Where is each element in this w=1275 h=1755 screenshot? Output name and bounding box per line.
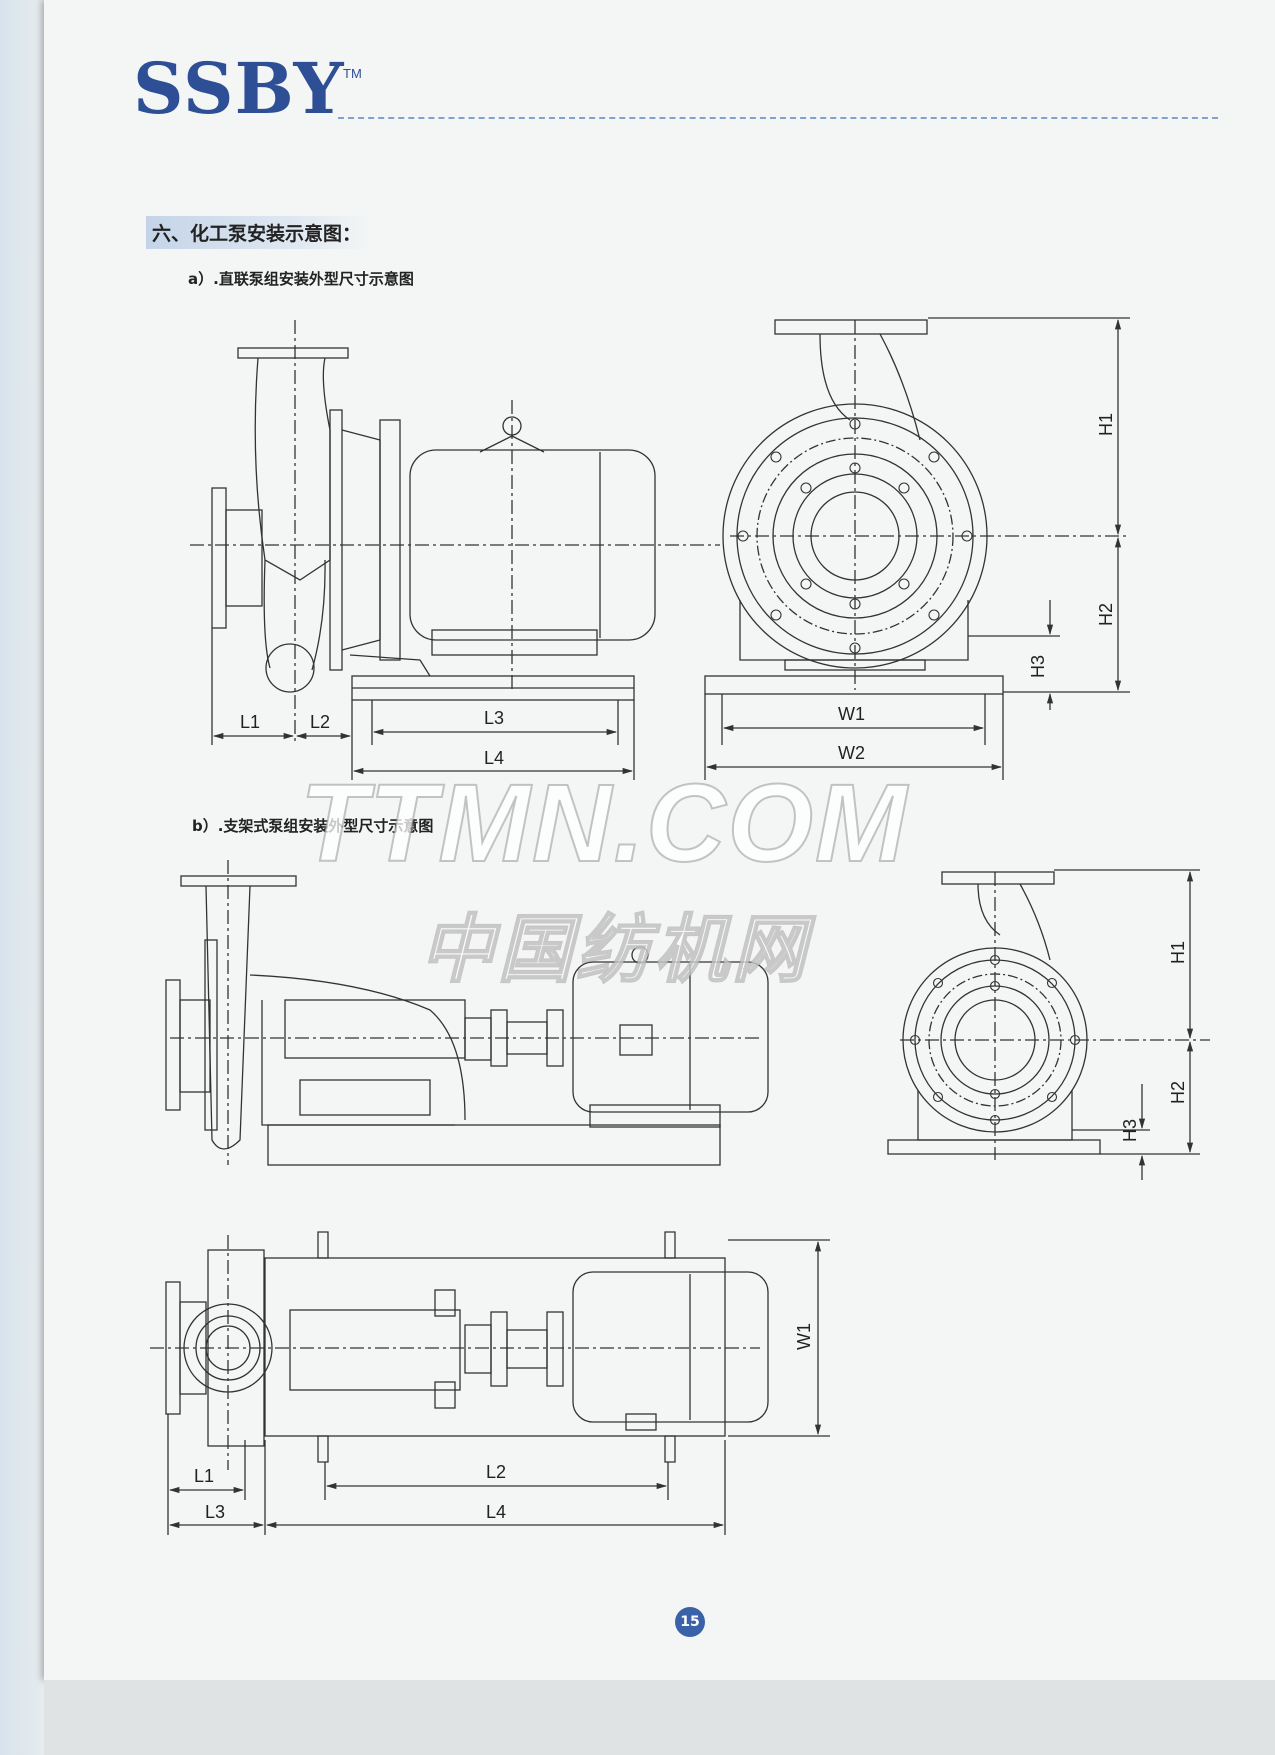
dim-a-w2: W2: [838, 743, 865, 763]
drawing-a-front-view: [704, 317, 1130, 780]
brand-logo: SSBY: [133, 47, 345, 130]
dim-b-h2: H2: [1168, 1081, 1188, 1104]
dimension-labels: L1 L2 L3 L4 W1 W2 H1 H2 H3 H1 H2 H3 W1 L…: [194, 413, 1188, 1522]
drawing-b-side-view: [165, 860, 769, 1166]
watermark-chinese: 中国纺机网: [419, 906, 810, 994]
catalog-page: [44, 0, 1275, 1680]
dim-b-w1: W1: [794, 1323, 814, 1350]
dim-a-h2: H2: [1096, 603, 1116, 626]
dim-a-l4: L4: [484, 748, 504, 768]
dim-a-h1: H1: [1096, 413, 1116, 436]
watermark-site: TTMN.COM: [299, 761, 909, 886]
dim-b-l2: L2: [486, 1462, 506, 1482]
subtitle-close-coupled: a）.直联泵组安装外型尺寸示意图: [188, 270, 414, 288]
drawing-b-top-view: [150, 1231, 830, 1535]
trademark-mark: TM: [343, 66, 362, 81]
dim-a-l2: L2: [310, 712, 330, 732]
dim-b-h3: H3: [1120, 1119, 1140, 1142]
dim-b-l3: L3: [205, 1502, 225, 1522]
subtitle-bracket-type: b）.支架式泵组安装外型尺寸示意图: [192, 817, 434, 835]
scan-margin: [44, 1680, 1275, 1755]
dim-a-l1: L1: [240, 712, 260, 732]
header-dashed-rule: [338, 117, 1218, 119]
dim-a-h3: H3: [1028, 655, 1048, 678]
dim-b-l4: L4: [486, 1502, 506, 1522]
dim-a-w1: W1: [838, 704, 865, 724]
dim-b-l1: L1: [194, 1466, 214, 1486]
dim-b-h1: H1: [1168, 941, 1188, 964]
drawing-a-side-view: [190, 320, 720, 780]
page-number-badge: 15: [675, 1607, 705, 1637]
drawing-b-front-view: [887, 869, 1210, 1180]
page-edge-shadow: [0, 0, 44, 1755]
section-title: 六、化工泵安装示意图：: [146, 216, 372, 249]
dim-a-l3: L3: [484, 708, 504, 728]
